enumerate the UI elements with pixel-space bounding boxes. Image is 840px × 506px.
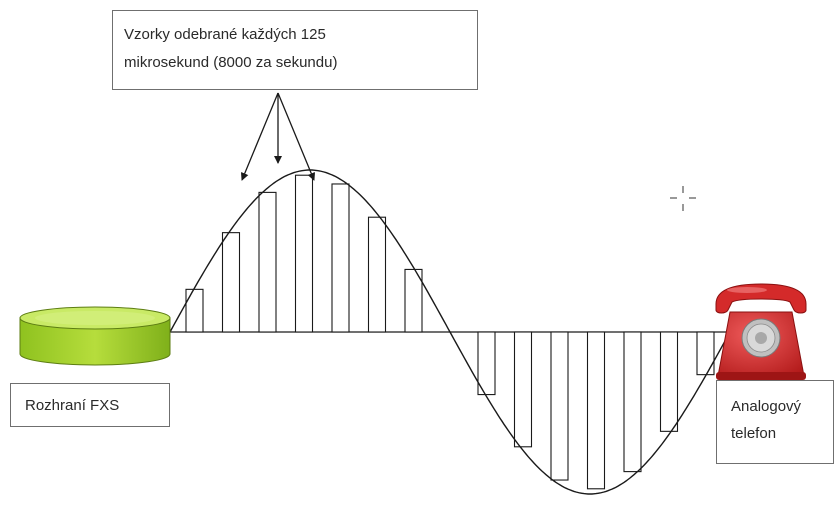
- sample-bar: [586, 331, 606, 490]
- sampling-callout-box: Vzorky odebrané každých 125 mikrosekund …: [112, 10, 478, 90]
- callout-arrow-left: [240, 92, 279, 181]
- callout-arrow-right: [277, 92, 316, 181]
- sample-bar: [623, 331, 642, 473]
- sample-bar: [696, 331, 715, 376]
- callout-line-1: Vzorky odebrané každých 125: [124, 26, 326, 43]
- sample-bar: [185, 288, 204, 333]
- sample-bar: [331, 183, 350, 333]
- fxs-interface-label: Rozhraní FXS: [25, 397, 120, 414]
- sample-bar: [221, 232, 241, 333]
- sample-bar: [477, 331, 496, 396]
- callout-arrows: [240, 92, 316, 181]
- sample-bar: [258, 191, 277, 333]
- analog-phone-label-line-2: telefon: [731, 425, 777, 442]
- sample-bar: [513, 331, 533, 448]
- sample-bar: [294, 174, 314, 333]
- analog-telephone-icon: [715, 283, 807, 380]
- fxs-interface-cylinder-icon: [19, 306, 171, 366]
- analog-phone-label-line-1: Analogový: [731, 398, 802, 415]
- sample-bars: [185, 174, 715, 490]
- sample-bar: [367, 216, 387, 333]
- sample-bar: [550, 331, 569, 481]
- sample-bar: [659, 331, 679, 432]
- analog-signal-wave: [169, 169, 731, 495]
- sample-bar: [404, 268, 423, 333]
- fxs-interface-label-box: Rozhraní FXS: [10, 383, 170, 427]
- analog-phone-label-box: Analogový telefon: [716, 380, 834, 464]
- callout-line-2: mikrosekund (8000 za sekundu): [124, 54, 338, 71]
- crosshair-cursor-icon: [670, 186, 696, 211]
